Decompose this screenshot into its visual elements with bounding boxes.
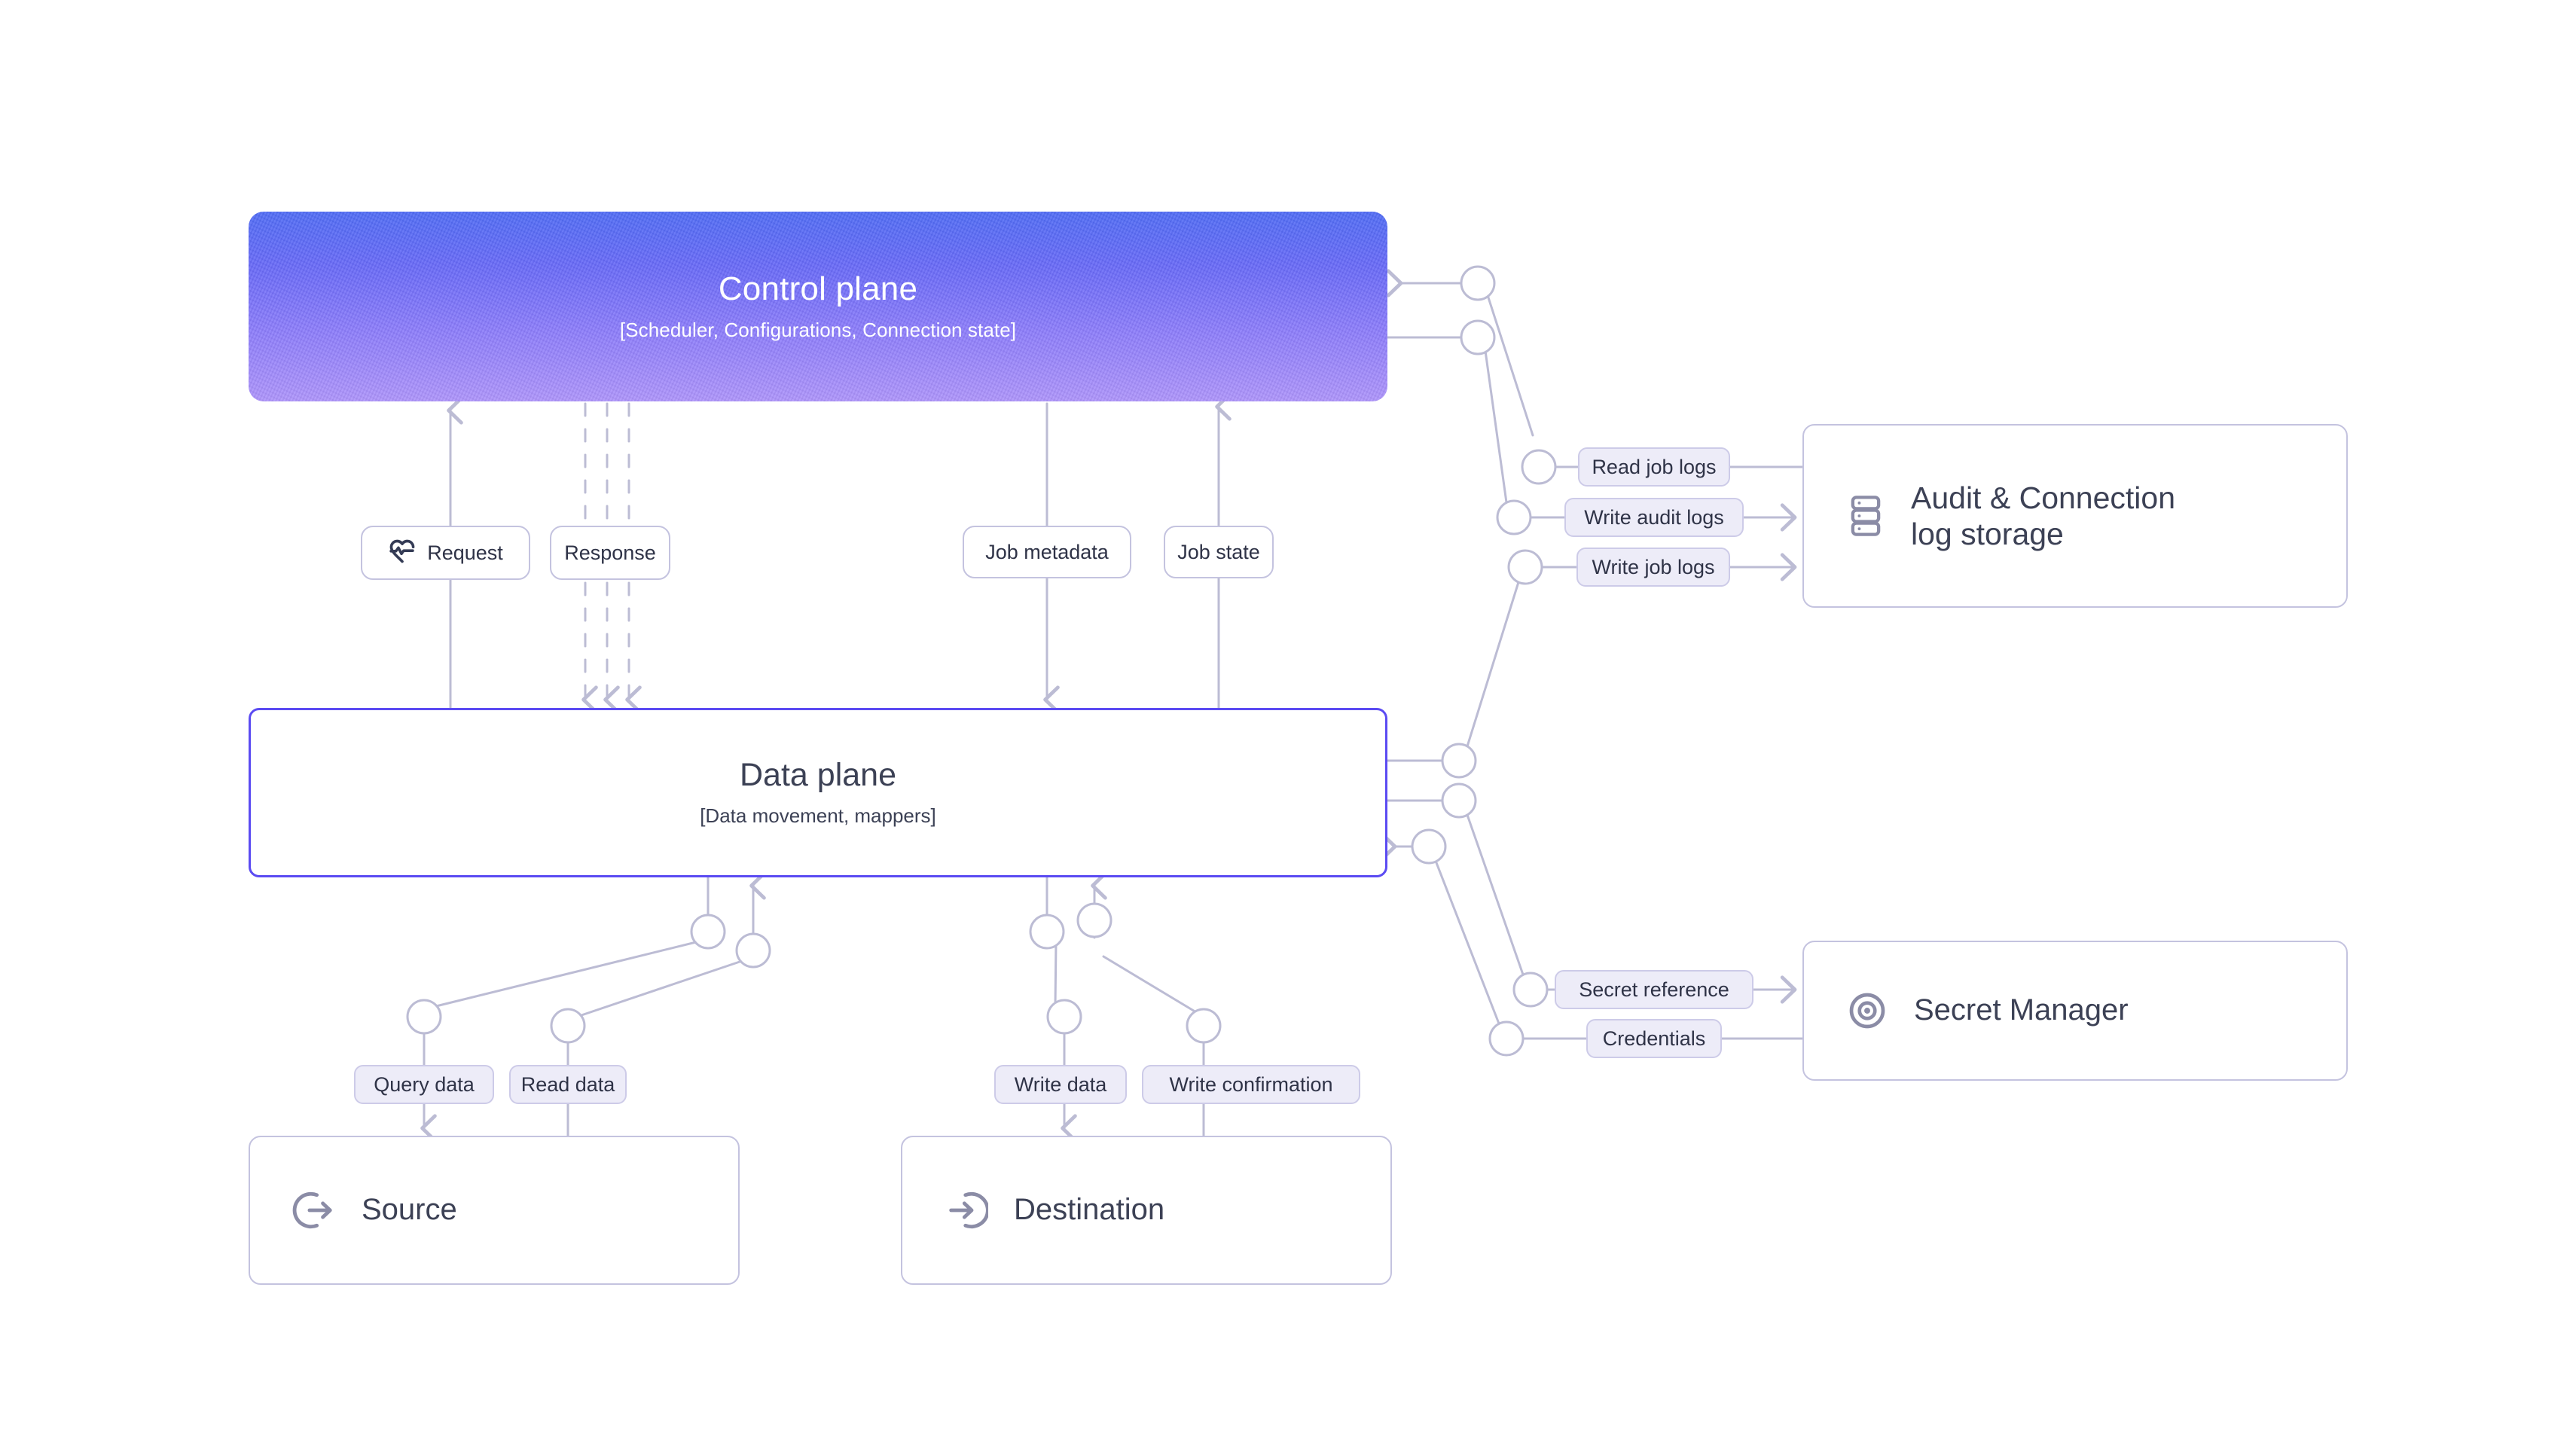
edge-label-job-metadata[interactable]: Job metadata — [963, 526, 1131, 578]
connector-dot — [1521, 449, 1557, 485]
edge-label-write-confirmation[interactable]: Write confirmation — [1142, 1065, 1360, 1104]
edge-label-read-job-logs-text: Read job logs — [1592, 455, 1717, 478]
control-plane-title: Control plane — [718, 270, 918, 308]
data-plane-subtitle: [Data movement, mappers] — [700, 804, 936, 827]
edge-label-write-job-logs[interactable]: Write job logs — [1576, 548, 1730, 587]
log-in-circle-icon — [945, 1188, 988, 1232]
edge-label-write-data-text: Write data — [1014, 1072, 1107, 1096]
server-stack-icon — [1846, 493, 1885, 538]
data-plane-node[interactable]: Data plane [Data movement, mappers] — [249, 708, 1387, 877]
connector-dot — [550, 1008, 586, 1044]
connector-dot — [1507, 549, 1543, 585]
edge-label-credentials[interactable]: Credentials — [1586, 1019, 1722, 1058]
edge-label-write-audit-logs-text: Write audit logs — [1584, 505, 1724, 529]
edge-label-response[interactable]: Response — [550, 526, 670, 580]
connector-dot — [1411, 828, 1447, 865]
edge-label-request-text: Request — [427, 541, 503, 564]
edge-label-write-confirmation-text: Write confirmation — [1169, 1072, 1333, 1096]
secret-manager-label: Secret Manager — [1914, 993, 2129, 1027]
edge-label-request[interactable]: Request — [361, 526, 530, 580]
control-plane-node[interactable]: Control plane [Scheduler, Configurations… — [249, 212, 1387, 401]
connector-dot — [1460, 265, 1496, 301]
connector-dot — [690, 914, 726, 950]
secret-manager-node[interactable]: Secret Manager — [1802, 941, 2348, 1081]
edge-label-write-job-logs-text: Write job logs — [1592, 555, 1715, 578]
source-label: Source — [362, 1193, 457, 1227]
edge-label-read-data-text: Read data — [520, 1072, 615, 1096]
destination-node[interactable]: Destination — [901, 1136, 1392, 1285]
connector-dot — [735, 932, 771, 969]
log-out-circle-icon — [292, 1188, 336, 1232]
connector-dot — [1488, 1020, 1525, 1057]
connector-dot — [1076, 902, 1113, 938]
edge-label-response-text: Response — [564, 541, 656, 564]
edge-label-job-state[interactable]: Job state — [1164, 526, 1274, 578]
connector-dot — [1186, 1008, 1222, 1044]
edge-label-query-data[interactable]: Query data — [354, 1065, 494, 1104]
connector-dot — [1029, 914, 1065, 950]
audit-log-storage-label: Audit & Connection log storage — [1911, 480, 2176, 551]
connector-dot — [1512, 972, 1549, 1008]
edge-label-query-data-text: Query data — [374, 1072, 475, 1096]
connector-dot — [406, 999, 442, 1035]
edge-label-write-data[interactable]: Write data — [994, 1065, 1127, 1104]
connector-dot — [1441, 743, 1477, 779]
source-node[interactable]: Source — [249, 1136, 740, 1285]
edge-label-secret-reference[interactable]: Secret reference — [1555, 970, 1753, 1009]
connector-dot — [1441, 782, 1477, 819]
control-plane-subtitle: [Scheduler, Configurations, Connection s… — [619, 318, 1017, 341]
heart-pulse-icon — [388, 539, 417, 566]
connector-dot — [1496, 499, 1532, 535]
edge-label-secret-reference-text: Secret reference — [1579, 978, 1729, 1001]
edge-label-job-state-text: Job state — [1177, 540, 1260, 563]
destination-label: Destination — [1014, 1193, 1165, 1227]
edge-label-credentials-text: Credentials — [1602, 1027, 1706, 1050]
edge-label-job-metadata-text: Job metadata — [985, 540, 1109, 563]
connector-dot — [1460, 319, 1496, 355]
data-plane-title: Data plane — [740, 757, 896, 794]
edge-label-write-audit-logs[interactable]: Write audit logs — [1564, 498, 1744, 537]
edge-label-read-job-logs[interactable]: Read job logs — [1578, 447, 1730, 487]
eye-target-icon — [1846, 990, 1888, 1032]
edge-label-read-data[interactable]: Read data — [509, 1065, 627, 1104]
audit-log-storage-node[interactable]: Audit & Connection log storage — [1802, 424, 2348, 608]
connector-dot — [1046, 999, 1082, 1035]
